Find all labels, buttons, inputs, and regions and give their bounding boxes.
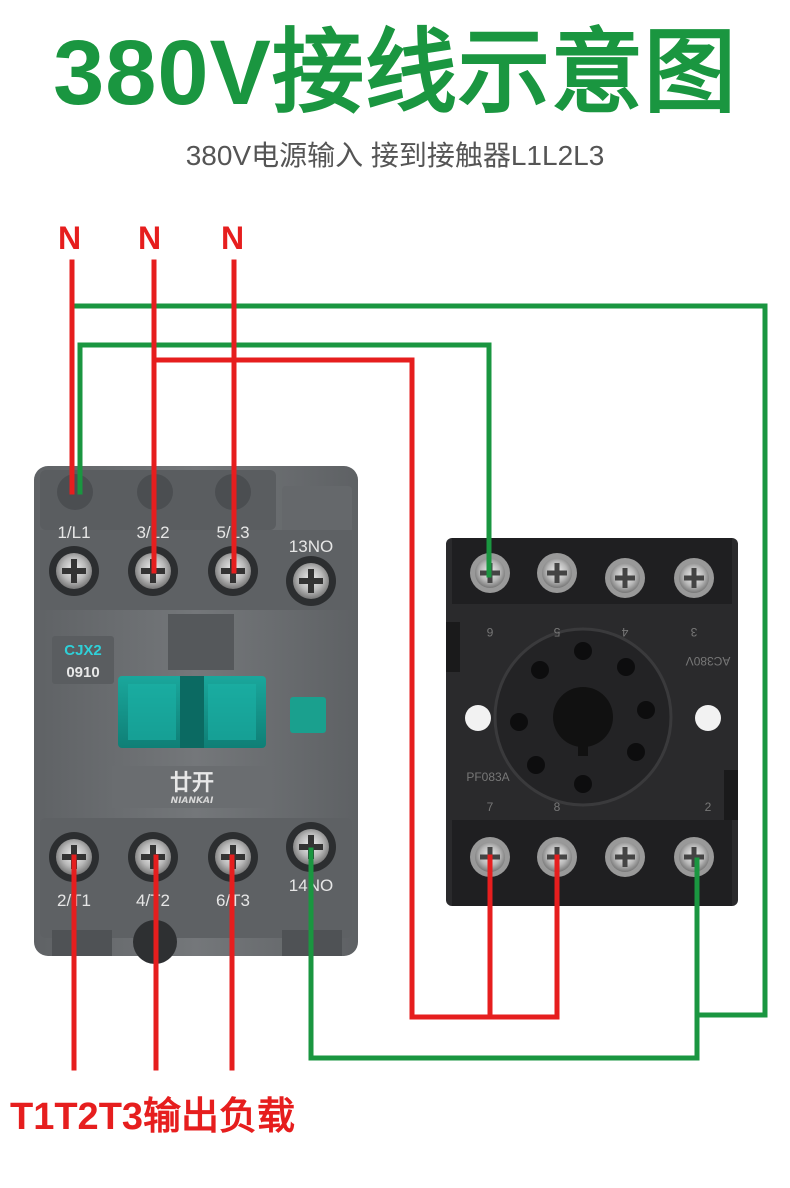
indicator-window — [290, 697, 326, 733]
socket-pin-5: 5 — [553, 625, 560, 639]
brand-logo-en: NIANKAI — [171, 796, 214, 806]
wire-green-aux — [308, 847, 700, 1061]
output-load-label: T1T2T3输出负载 — [10, 1096, 296, 1138]
model-line1: CJX2 — [64, 642, 102, 659]
bottom-terminal-screws — [49, 822, 336, 882]
socket-label-model: PF083A — [466, 770, 509, 784]
contactor: 1/L1 3/L2 5/L3 13NO 2/T1 4/T2 6/T3 14NO … — [34, 466, 358, 964]
terminal-label-4t2: 4/T2 — [136, 891, 170, 910]
socket-pin-4: 4 — [621, 625, 628, 639]
brand-logo-cn: 廿开 — [170, 771, 214, 796]
socket-pin-3: 3 — [690, 625, 697, 639]
socket-label-top: AC380V — [686, 654, 731, 668]
wires — [69, 259, 768, 1071]
socket-pin-6: 6 — [486, 625, 493, 639]
input-label-n3: N — [221, 220, 245, 256]
relay-socket: 6 5 4 3 7 8 2 AC380V PF083A — [446, 538, 738, 906]
socket-pin-8: 8 — [554, 800, 561, 814]
wire-red-to-socket — [151, 357, 560, 1020]
input-label-n2: N — [138, 220, 162, 256]
terminal-label-1l1: 1/L1 — [57, 523, 90, 542]
socket-pin-2: 2 — [705, 800, 712, 814]
wire-green-coil — [77, 342, 492, 578]
page-title: 380V接线示意图 — [53, 22, 737, 124]
page-subtitle: 380V电源输入 接到接触器L1L2L3 — [185, 140, 605, 171]
input-label-n1: N — [58, 220, 82, 256]
model-line2: 0910 — [66, 664, 99, 681]
terminal-label-13no: 13NO — [289, 537, 333, 556]
socket-pin-7: 7 — [487, 800, 494, 814]
